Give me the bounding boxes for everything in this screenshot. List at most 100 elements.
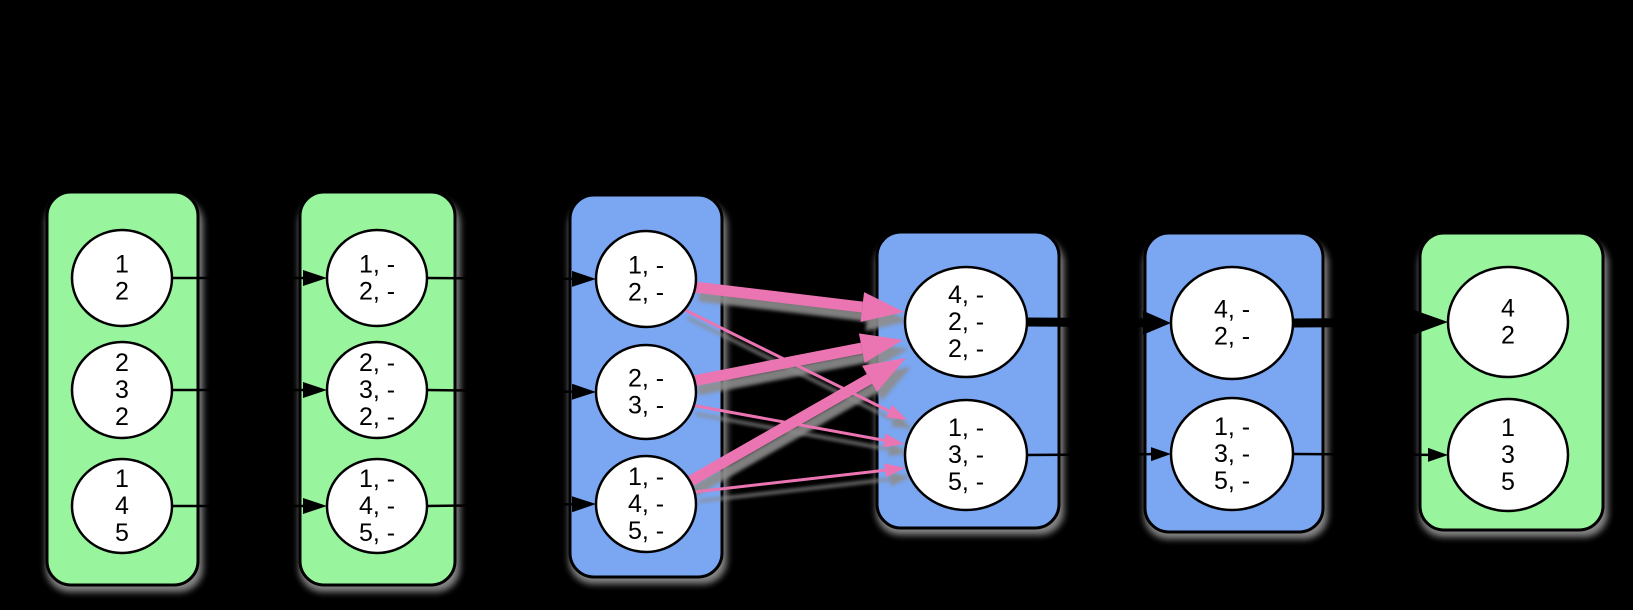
box-4-node-1 [903, 265, 1029, 379]
edge-line [424, 276, 573, 281]
node-label-line: 5, - [628, 517, 664, 545]
arrowhead-icon [1142, 310, 1171, 335]
arrowhead-icon [1150, 447, 1171, 462]
edge-line [682, 307, 890, 413]
arrowhead-icon [571, 496, 596, 513]
box-4-node-2-label: 1, -3, -5, - [948, 414, 984, 496]
edge-b3n2-b4n2 [690, 403, 904, 448]
box-5-node-1-label: 4, -2, - [1214, 296, 1250, 351]
box-2-node-1-label: 1, -2, - [359, 251, 395, 306]
node-label-line: 4, - [948, 281, 984, 309]
arrowhead-icon [571, 383, 596, 400]
box-2-node-2 [325, 340, 429, 440]
edge-b4n2-b5n2 [1026, 447, 1171, 462]
edge-line [695, 412, 890, 451]
edge-b3n3-b4n2-shadow [698, 472, 910, 503]
box-5-node-2-label: 1, -3, -5, - [1214, 413, 1250, 495]
node-label-line: 3 [115, 376, 129, 404]
node-label-line: 2, - [628, 279, 664, 307]
box-1-node-3 [70, 457, 174, 555]
box-3-node-1 [594, 229, 698, 329]
edge-line [698, 290, 868, 322]
node-label-line: 2 [115, 403, 129, 431]
node-label-line: 1 [1501, 414, 1515, 442]
edge-line [687, 316, 895, 422]
arrowhead-icon [303, 270, 327, 286]
box-2-node-3 [325, 457, 429, 555]
node-label-line: 4, - [359, 492, 395, 520]
arrowhead-icon [889, 472, 910, 487]
box-2-node-3-label: 1, -4, -5, - [359, 465, 395, 547]
edge-line [690, 403, 885, 442]
node-label-line: 4, - [628, 490, 664, 518]
box-2-node-1 [325, 228, 429, 328]
box-2-node-2-label: 2, -3, -2, - [359, 349, 395, 431]
box-4-node-2 [903, 398, 1029, 512]
node-label-line: 1, - [359, 465, 395, 493]
edge-b1n3-b2n3 [172, 498, 327, 514]
node-label-line: 3, - [1214, 440, 1250, 468]
node-label-line: 4 [1501, 295, 1515, 323]
arrowhead-icon [884, 463, 905, 478]
node-label-line: 2 [115, 349, 129, 377]
node-label-line: 3 [1501, 441, 1515, 469]
node-label-line: 3, - [948, 441, 984, 469]
edge-line [684, 374, 873, 488]
arrowhead-icon [888, 442, 909, 457]
node-label-line: 5, - [359, 519, 395, 547]
arrowhead-icon [885, 404, 907, 420]
edge-line [691, 342, 863, 387]
edge-b3n1-b4n2 [682, 307, 907, 420]
edge-line [1026, 317, 1144, 328]
arrowhead-icon [883, 433, 904, 448]
arrowhead-icon [571, 270, 596, 287]
node-label-line: 2 [1501, 322, 1515, 350]
edge-b5n1-b6n1 [1292, 309, 1448, 336]
node-label-line: 2, - [628, 365, 664, 393]
node-label-line: 1, - [359, 251, 395, 279]
arrowhead-icon [860, 292, 904, 322]
node-label-line: 2, - [359, 278, 395, 306]
node-label-line: 1, - [1214, 413, 1250, 441]
arrowhead-icon [862, 358, 906, 392]
node-label-line: 1, - [628, 252, 664, 280]
edge-b5n2-b6n2 [1292, 447, 1448, 462]
box-3-node-2-label: 2, -3, - [628, 365, 664, 420]
edge-b3n2-b4n2-shadow [695, 412, 909, 457]
edge-line [1292, 452, 1429, 457]
edge-line [1292, 317, 1413, 328]
edge-line [698, 477, 891, 503]
box-3-node-3-label: 1, -4, -5, - [628, 463, 664, 545]
node-label-line: 1 [115, 465, 129, 493]
arrowhead-icon [303, 498, 327, 514]
box-1-node-1 [70, 228, 174, 328]
arrowhead-icon [1411, 309, 1448, 336]
edge-b2n3-b3n3 [424, 496, 596, 513]
box-1-node-2 [70, 340, 174, 440]
node-label-line: 1, - [948, 414, 984, 442]
box-3-node-1-label: 1, -2, - [628, 252, 664, 307]
edge-b1n2-b2n2 [172, 382, 327, 398]
node-label-line: 4, - [1214, 296, 1250, 324]
node-label-line: 3, - [628, 392, 664, 420]
node-label-line: 4 [115, 492, 129, 520]
arrowhead-icon [858, 333, 903, 363]
edge-line [689, 383, 878, 497]
node-label-line: 5, - [1214, 467, 1250, 495]
box-5-node-1 [1169, 265, 1295, 381]
edge-b4n1-b5n1 [1026, 310, 1171, 335]
node-label-line: 2, - [359, 403, 395, 431]
edge-b3n2-b4n1 [691, 333, 903, 387]
edge-line [424, 388, 573, 393]
edge-line [693, 468, 886, 494]
box-5-node-2 [1169, 396, 1295, 512]
node-label-line: 1 [115, 251, 129, 279]
box-3-node-2 [594, 343, 698, 441]
node-label-line: 1, - [628, 463, 664, 491]
